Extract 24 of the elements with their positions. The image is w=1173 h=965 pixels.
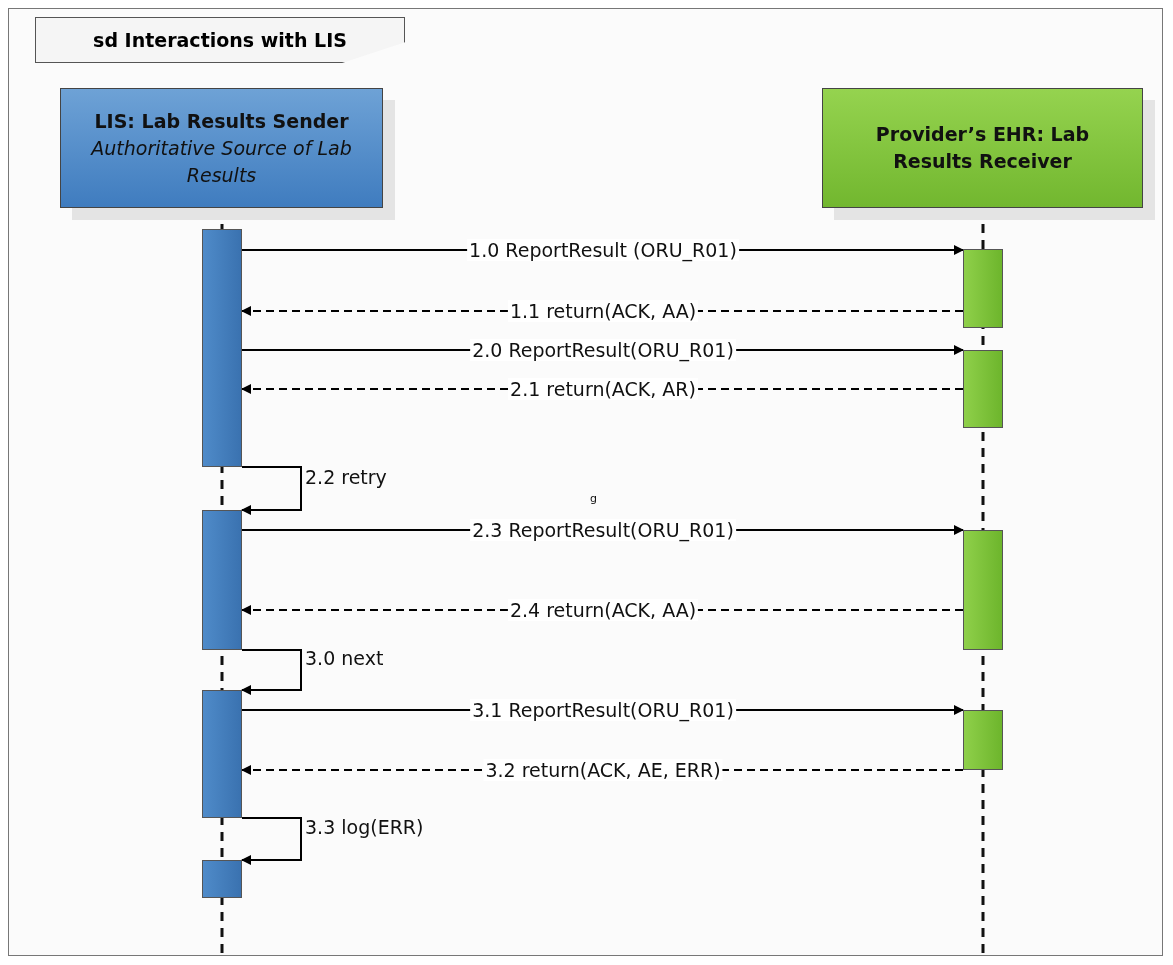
message-arrow [241, 466, 302, 515]
message-label: 2.4 return(ACK, AA) [507, 599, 699, 621]
message-label: 2.0 ReportResult(ORU_R01) [470, 339, 736, 361]
message-label: 1.1 return(ACK, AA) [507, 300, 699, 322]
message-label: 3.1 ReportResult(ORU_R01) [470, 699, 736, 721]
activation-bar [963, 350, 1003, 428]
activation-bar [202, 510, 242, 650]
message-label: 2.1 return(ACK, AR) [508, 378, 698, 400]
activation-bar [202, 860, 242, 898]
message-label: 2.2 retry [305, 465, 387, 488]
frame-title: sd Interactions with LIS [35, 17, 405, 63]
message-label: 3.3 log(ERR) [305, 816, 424, 838]
message-label: 2.3 ReportResult(ORU_R01) [470, 519, 736, 541]
activation-bar [202, 229, 242, 467]
message-arrow [241, 649, 302, 695]
activation-bar [963, 530, 1003, 650]
message-label: 1.0 ReportResult (ORU_R01) [467, 239, 739, 261]
message-arrow [241, 817, 302, 865]
activation-bar [963, 249, 1003, 328]
message-label: 3.2 return(ACK, AE, ERR) [483, 759, 723, 781]
note-text: g [590, 492, 597, 505]
activation-bar [202, 690, 242, 818]
activation-bar [963, 710, 1003, 770]
message-label: 3.0 next [305, 647, 384, 669]
